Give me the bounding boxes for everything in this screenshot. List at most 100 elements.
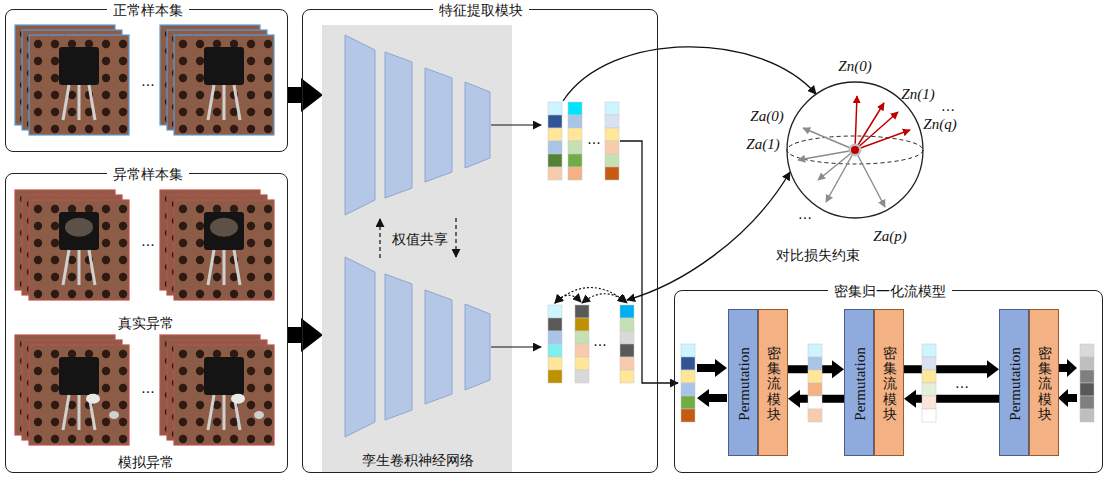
pcb-hole xyxy=(51,435,59,443)
pcb-hole xyxy=(51,222,59,230)
pcb-hole xyxy=(264,125,272,133)
pcb-hole xyxy=(51,125,59,133)
pcb-hole xyxy=(247,74,255,82)
pcb-hole xyxy=(68,273,76,281)
pcb-hole xyxy=(179,290,187,298)
pcb-hole xyxy=(68,435,76,443)
pcb-hole xyxy=(179,384,187,392)
pcb-hole xyxy=(230,435,238,443)
embedding-curve xyxy=(627,172,790,300)
pcb-hole xyxy=(34,57,42,65)
feature-cell xyxy=(922,357,936,370)
transistor-leg xyxy=(208,85,214,120)
pcb-hole xyxy=(51,384,59,392)
feature-cell xyxy=(548,318,562,331)
conv-layer xyxy=(385,274,412,420)
pcb-hole xyxy=(51,239,59,247)
pcb-hole xyxy=(102,74,110,82)
pcb-hole xyxy=(119,256,127,264)
pcb-hole xyxy=(179,367,187,375)
pcb-hole xyxy=(230,290,238,298)
feature-cell xyxy=(568,167,582,180)
node-title: 正常样本集 xyxy=(107,2,189,19)
feature-cell xyxy=(1080,396,1094,409)
feature-cell xyxy=(1080,357,1094,370)
synthetic-defect xyxy=(86,394,100,404)
pcb-hole xyxy=(196,205,204,213)
pcb-hole xyxy=(34,418,42,426)
pcb-hole xyxy=(247,350,255,358)
ellipsis-mark: … xyxy=(941,98,955,115)
pcb-hole xyxy=(230,350,238,358)
pcb-hole xyxy=(264,222,272,230)
transistor-leg xyxy=(223,250,226,285)
pcb-hole xyxy=(264,239,272,247)
pcb-photo xyxy=(167,30,267,130)
pcb-hole xyxy=(85,125,93,133)
connector-arrow xyxy=(904,360,999,407)
pcb-hole xyxy=(196,418,204,426)
pcb-hole xyxy=(264,205,272,213)
pcb-hole xyxy=(179,108,187,116)
pcb-hole xyxy=(119,350,127,358)
node-title: Permutation xyxy=(851,347,869,420)
pcb-hole xyxy=(264,384,272,392)
pcb-photo xyxy=(22,340,122,440)
pcb-hole xyxy=(51,367,59,375)
pcb-hole xyxy=(68,205,76,213)
pcb-hole xyxy=(51,40,59,48)
pcb-hole xyxy=(102,350,110,358)
flow-arrow xyxy=(1058,389,1077,407)
feature-cell xyxy=(568,154,582,167)
pcb-hole xyxy=(34,125,42,133)
pcb-hole xyxy=(119,401,127,409)
pcb-hole xyxy=(34,74,42,82)
pcb-hole xyxy=(196,256,204,264)
feature-cell xyxy=(575,344,589,357)
pcb-hole xyxy=(34,350,42,358)
feature-cell xyxy=(922,344,936,357)
pcb-hole xyxy=(196,108,204,116)
feature-cell xyxy=(605,115,619,128)
conv-layer xyxy=(425,290,452,404)
pcb-hole xyxy=(102,108,110,116)
pcb-hole xyxy=(34,205,42,213)
dense-flow-box: 密集流模块 xyxy=(1029,309,1059,456)
pcb-hole xyxy=(196,401,204,409)
pcb-hole xyxy=(247,57,255,65)
pcb-hole xyxy=(179,74,187,82)
pcb-hole xyxy=(264,57,272,65)
conv-layer xyxy=(345,257,375,437)
pcb-photo xyxy=(167,340,267,440)
feature-cell xyxy=(548,141,562,154)
pcb-hole xyxy=(102,435,110,443)
node-title: 密集流模块 xyxy=(1038,345,1052,422)
pcb-hole xyxy=(34,367,42,375)
pcb-hole xyxy=(85,40,93,48)
loss-sphere: 对比损失约束 xyxy=(775,80,940,270)
feature-cell xyxy=(808,344,822,357)
abnormal-vector xyxy=(798,150,855,160)
pcb-hole xyxy=(102,239,110,247)
normal-vector xyxy=(855,112,898,150)
defect-mark xyxy=(210,218,238,237)
pcb-hole xyxy=(102,40,110,48)
pcb-hole xyxy=(51,350,59,358)
pcb-hole xyxy=(51,273,59,281)
pcb-hole xyxy=(179,273,187,281)
feature-cell xyxy=(548,167,562,180)
flow-panel: 密集归一化流模型Permutation密集流模块Permutation密集流模块… xyxy=(674,290,1103,473)
pcb-hole xyxy=(179,418,187,426)
pcb-hole xyxy=(34,273,42,281)
flow-arrow xyxy=(697,359,727,377)
sphere-center xyxy=(851,146,859,154)
feature-cell xyxy=(922,396,936,409)
pcb-hole xyxy=(119,125,127,133)
pcb-hole xyxy=(34,435,42,443)
connector-arrow xyxy=(288,318,323,352)
feature-cell xyxy=(1080,344,1094,357)
feature-cell xyxy=(575,318,589,331)
node-label: 模拟异常 xyxy=(118,454,174,471)
feature-arrow xyxy=(491,346,541,347)
pcb-hole xyxy=(51,57,59,65)
